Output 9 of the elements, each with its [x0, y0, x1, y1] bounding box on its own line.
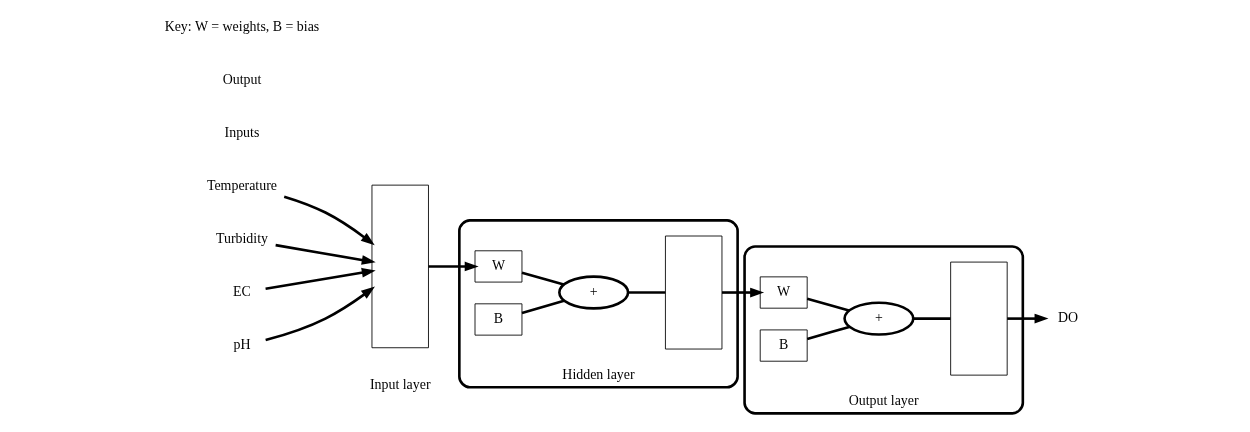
label: Output — [222, 71, 262, 87]
label: Key: W = weights, B = bias — [164, 18, 320, 34]
node-text: Temperature — [206, 177, 277, 193]
node-label: Input layer — [369, 376, 431, 392]
node-text: DO — [1058, 309, 1079, 325]
label: Inputs — [224, 124, 260, 140]
node-text: Turbidity — [215, 230, 268, 246]
node-text: EC — [233, 283, 251, 299]
node-text: pH — [233, 336, 251, 352]
